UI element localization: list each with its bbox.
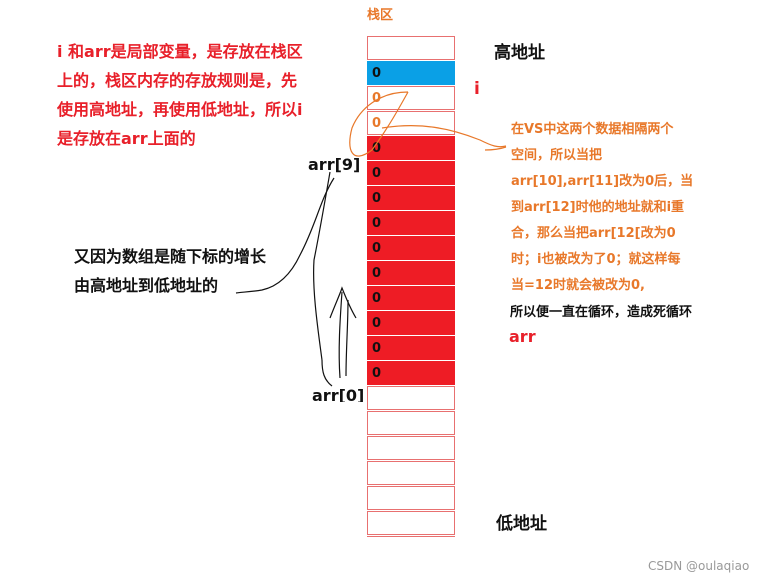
note-left-red: i 和arr是局部变量，是存放在栈区 上的，栈区内存的存放规则是，先 使用高地址… [57, 37, 347, 153]
up-arrow-head-stroke [329, 286, 357, 319]
stack-cell [367, 36, 455, 60]
stack-cell-value: 0 [372, 166, 382, 181]
note-left-black-line: 又因为数组是随下标的增长 [74, 247, 267, 266]
note-left-red-line: i 和arr是局部变量，是存放在栈区 [57, 42, 303, 61]
stack-cell [367, 486, 455, 510]
stack-cell-value: 0 [372, 191, 382, 206]
stack-cell-value: 0 [372, 316, 382, 331]
stack-cell-value: 0 [372, 116, 382, 131]
stack-cell [367, 411, 455, 435]
stack-cell-value: 0 [372, 91, 382, 106]
note-right-orange-line: arr[10],arr[11]改为0后，当 [511, 174, 694, 189]
note-left-black-line: 由高地址到低地址的 [74, 276, 219, 295]
note-left-red-line: 是存放在arr上面的 [57, 129, 196, 148]
note-right-orange-line: 到arr[12]时他的地址就和i重 [511, 200, 685, 215]
stack-bottom-edge [367, 536, 455, 537]
stack-cell [367, 386, 455, 410]
stack-cell-value: 0 [372, 66, 382, 81]
stack-cell: 0 [367, 236, 455, 260]
low-address-label: 低地址 [496, 514, 547, 534]
stack-cell: 0 [367, 336, 455, 360]
stack-cell-value: 0 [372, 291, 382, 306]
note-right-orange-line: 时；i也被改为了0；就这样每 [511, 252, 681, 267]
note-right-orange: 在VS中这两个数据相隔两个 空间，所以当把 arr[10],arr[11]改为0… [511, 117, 731, 299]
up-arrow-shaft-stroke [338, 291, 343, 379]
stack-cell: 0 [367, 186, 455, 210]
stack-cell: 0 [367, 161, 455, 185]
arr0-curve-stroke [321, 359, 333, 387]
stack-cell: 0 [367, 211, 455, 235]
orange-pointer-tip-stroke [484, 146, 507, 151]
stack-cell [367, 461, 455, 485]
up-arrow-shaft2-stroke [345, 299, 349, 377]
stack-cell-value: 0 [372, 141, 382, 156]
note-left-red-line: 上的，栈区内存的存放规则是，先 [57, 71, 298, 90]
stack-cell: 0 [367, 286, 455, 310]
note-right-orange-line: 合，那么当把arr[12[改为0 [511, 226, 676, 241]
stack-cell-value: 0 [372, 341, 382, 356]
stack-cell-value: 0 [372, 366, 382, 381]
i-label: i [474, 79, 480, 99]
stack-cell-value: 0 [372, 241, 382, 256]
stack-cell [367, 511, 455, 535]
stack-cell [367, 436, 455, 460]
note-right-red: arr [509, 327, 536, 346]
watermark: CSDN @oulaqiao [648, 559, 750, 573]
note-left-black: 又因为数组是随下标的增长 由高地址到低地址的 [74, 242, 304, 300]
note-right-orange-line: 在VS中这两个数据相隔两个 [511, 122, 674, 137]
stack-cell: 0 [367, 136, 455, 160]
black-curve-stroke [235, 177, 335, 294]
orange-pointer-stroke [381, 125, 507, 148]
stack-cell: 0 [367, 311, 455, 335]
stack-cell: 0 [367, 61, 455, 85]
stack-cell-value: 0 [372, 266, 382, 281]
high-address-label: 高地址 [494, 43, 545, 63]
arr0-label: arr[0] [312, 386, 365, 402]
note-right-orange-line: 空间，所以当把 [511, 148, 603, 163]
stack-cell: 0 [367, 361, 455, 385]
arr9-label: arr[9] [308, 155, 361, 174]
stack-cell: 0 [367, 111, 455, 135]
black-line-stroke [313, 171, 331, 361]
stack-cell: 0 [367, 261, 455, 285]
stack-label: 栈区 [367, 8, 394, 23]
stack-cell-value: 0 [372, 216, 382, 231]
note-right-black: 所以便一直在循环，造成死循环 [510, 305, 693, 320]
orange-loop-stroke [349, 91, 409, 157]
note-left-red-line: 使用高地址，再使用低地址，所以i [57, 100, 303, 119]
note-right-orange-line: 当=12时就会被改为0, [511, 278, 645, 293]
